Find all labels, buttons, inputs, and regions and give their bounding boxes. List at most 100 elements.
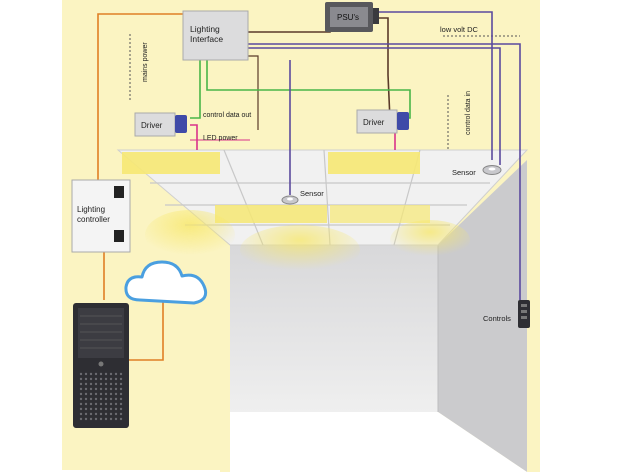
grille-dot	[94, 392, 98, 396]
computer-tower-icon	[73, 303, 129, 428]
grille-dot	[104, 382, 108, 386]
low-volt-dc-label: low volt DC	[440, 25, 479, 34]
grille-dot	[104, 402, 108, 406]
grille-dot	[99, 392, 103, 396]
psu-label: PSU's	[337, 13, 359, 22]
grille-dot	[99, 417, 103, 421]
grille-dot	[94, 372, 98, 376]
grille-dot	[94, 407, 98, 411]
grille-dot	[84, 402, 88, 406]
grille-dot	[94, 382, 98, 386]
grille-dot	[79, 392, 83, 396]
purple-wire	[248, 43, 521, 300]
sensor-label: Sensor	[452, 168, 476, 177]
grille-dot	[114, 392, 118, 396]
grille-dot	[84, 377, 88, 381]
orange-wire	[128, 300, 164, 361]
grille-dot	[79, 372, 83, 376]
grille-dot	[109, 387, 113, 391]
control-data-out-label: control data out	[203, 112, 251, 119]
grille-dot	[104, 412, 108, 416]
grille-dot	[104, 372, 108, 376]
lighting-interface: Lighting Interface	[182, 10, 249, 61]
grille-dot	[94, 397, 98, 401]
grille-dot	[119, 372, 123, 376]
grille-dot	[104, 392, 108, 396]
grille-dot	[89, 407, 93, 411]
room-back-wall	[230, 245, 438, 412]
grille-dot	[94, 412, 98, 416]
grille-dot	[84, 397, 88, 401]
grille-dot	[94, 417, 98, 421]
light-panel	[328, 152, 420, 174]
driver-icon: Driver	[356, 109, 409, 134]
driver-label: Driver	[363, 118, 385, 127]
grille-dot	[89, 402, 93, 406]
grille-dot	[109, 412, 113, 416]
grille-dot	[99, 382, 103, 386]
grille-dot	[89, 372, 93, 376]
grille-dot	[104, 397, 108, 401]
grille-dot	[89, 412, 93, 416]
grille-dot	[109, 377, 113, 381]
grille-dot	[89, 377, 93, 381]
grille-dot	[114, 377, 118, 381]
grille-dot	[79, 402, 83, 406]
grille-dot	[114, 412, 118, 416]
grille-dot	[109, 382, 113, 386]
grille-dot	[89, 392, 93, 396]
led-power-label: LED power	[203, 135, 238, 142]
grille-dot	[99, 407, 103, 411]
grille-dot	[99, 397, 103, 401]
grille-dot	[104, 407, 108, 411]
grille-dot	[119, 377, 123, 381]
grille-dot	[89, 382, 93, 386]
grille-dot	[109, 372, 113, 376]
green-wire	[190, 60, 201, 119]
grille-dot	[104, 387, 108, 391]
light-panel	[330, 205, 430, 223]
grille-dot	[119, 392, 123, 396]
grille-dot	[119, 397, 123, 401]
grille-dot	[109, 402, 113, 406]
grille-dot	[104, 417, 108, 421]
sensor-icon	[482, 165, 502, 175]
grille-dot	[114, 402, 118, 406]
grille-dot	[79, 412, 83, 416]
grille-dot	[114, 372, 118, 376]
grille-dot	[114, 417, 118, 421]
control-data-in-label: control data in	[465, 91, 472, 135]
sensor-icon	[281, 195, 299, 205]
grille-dot	[94, 387, 98, 391]
grille-dot	[79, 397, 83, 401]
grille-dot	[84, 382, 88, 386]
grille-dot	[79, 417, 83, 421]
purple-wire	[378, 11, 493, 160]
pink-wire	[190, 124, 198, 150]
grille-dot	[114, 387, 118, 391]
grille-dot	[104, 377, 108, 381]
grille-dot	[99, 412, 103, 416]
grille-dot	[119, 387, 123, 391]
lighting-controller-label: controller	[77, 215, 110, 224]
brown-wire	[248, 55, 259, 130]
grille-dot	[109, 407, 113, 411]
orange-wire	[97, 13, 183, 180]
driver-icon: Driver	[134, 112, 187, 137]
grille-dot	[84, 392, 88, 396]
grille-dot	[94, 377, 98, 381]
grille-dot	[79, 382, 83, 386]
purple-wire	[248, 47, 501, 165]
grille-dot	[89, 417, 93, 421]
controls-keypad-icon	[518, 300, 530, 328]
grille-dot	[79, 387, 83, 391]
grille-dot	[119, 382, 123, 386]
psu-icon: PSU's	[325, 2, 379, 32]
driver-label: Driver	[141, 121, 163, 130]
grille-dot	[109, 392, 113, 396]
grille-dot	[79, 407, 83, 411]
grille-dot	[94, 402, 98, 406]
light-beams	[145, 210, 470, 275]
cloud-icon	[124, 260, 208, 305]
